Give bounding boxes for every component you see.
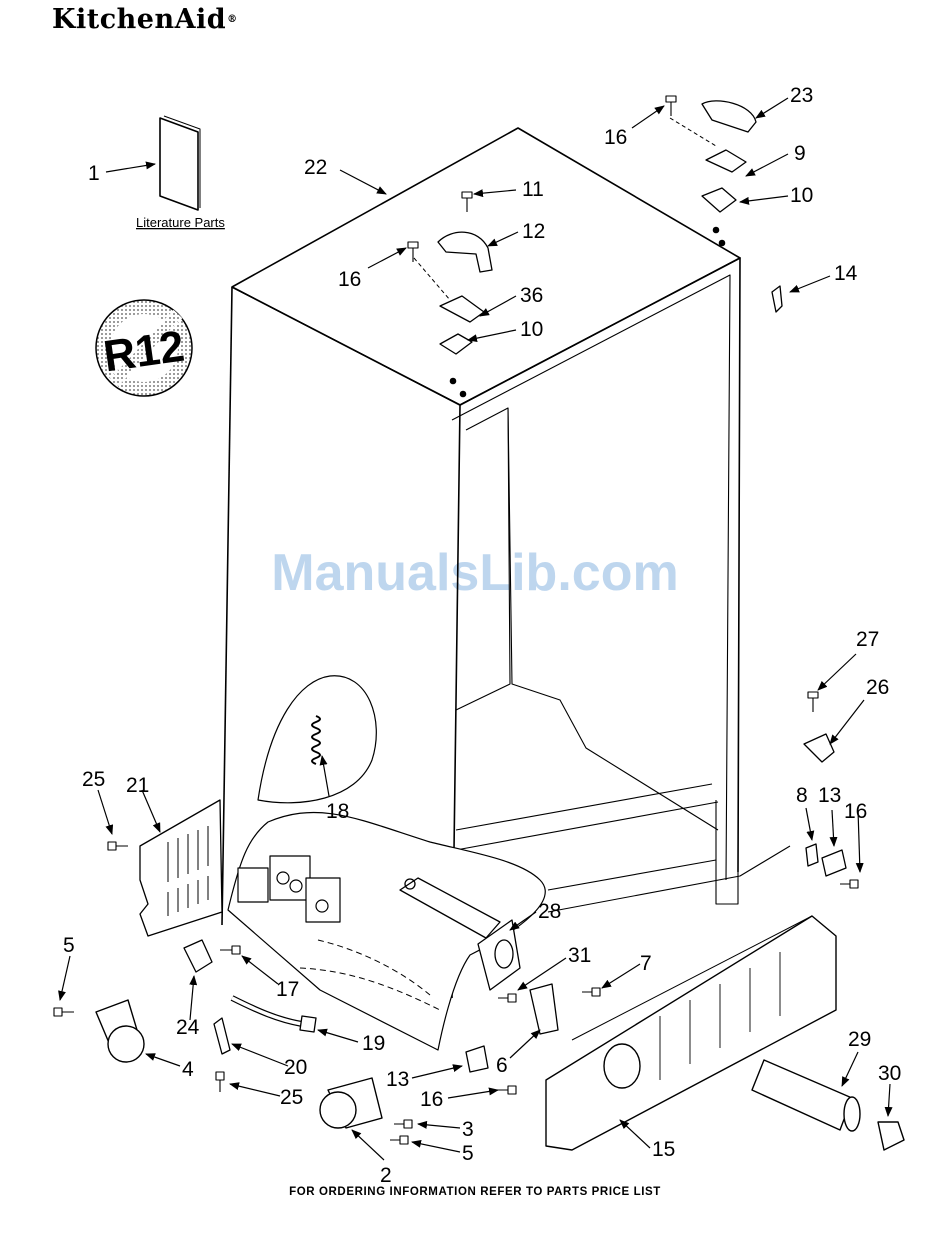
literature-booklet (160, 116, 200, 210)
callout-15: 15 (652, 1138, 675, 1161)
callout-27: 27 (856, 628, 879, 651)
callout-10-right: 10 (790, 184, 813, 207)
callout-16-top: 16 (338, 268, 361, 291)
callout-6: 6 (496, 1054, 508, 1077)
ordering-footer: FOR ORDERING INFORMATION REFER TO PARTS … (0, 1186, 950, 1198)
callout-16-right: 16 (604, 126, 627, 149)
callout-5-bottom: 5 (462, 1142, 474, 1165)
callout-31: 31 (568, 944, 591, 967)
callout-21: 21 (126, 774, 149, 797)
callout-24: 24 (176, 1016, 200, 1039)
roller-assemblies (96, 1000, 382, 1128)
callout-7: 7 (640, 952, 652, 975)
callout-20: 20 (284, 1056, 307, 1079)
callout-2: 2 (380, 1164, 392, 1187)
callout-18: 18 (326, 800, 349, 823)
literature-parts-label: Literature Parts (136, 215, 225, 230)
rear-access-panel (140, 800, 222, 936)
callout-3: 3 (462, 1118, 474, 1141)
callout-30: 30 (878, 1062, 901, 1085)
callout-1: 1 (88, 162, 100, 185)
callout-29: 29 (848, 1028, 871, 1051)
callout-9: 9 (794, 142, 806, 165)
callout-16-bracket: 16 (844, 800, 867, 823)
callout-11: 11 (522, 178, 544, 201)
callout-10-left: 10 (520, 318, 543, 341)
callout-23: 23 (790, 84, 813, 107)
callout-25-bottom: 25 (280, 1086, 303, 1109)
callout-25-left: 25 (82, 768, 105, 791)
callout-13-right: 13 (818, 784, 841, 807)
callout-19: 19 (362, 1032, 385, 1055)
callout-17: 17 (276, 978, 299, 1001)
callout-12: 12 (522, 220, 545, 243)
callout-14: 14 (834, 262, 858, 285)
callout-28: 28 (538, 900, 561, 923)
callout-5-left: 5 (63, 934, 75, 957)
callout-26: 26 (866, 676, 889, 699)
callout-13-bottom: 13 (386, 1068, 409, 1091)
callout-22: 22 (304, 156, 327, 179)
callout-16-bottom: 16 (420, 1088, 443, 1111)
callout-8: 8 (796, 784, 808, 807)
callout-4: 4 (182, 1058, 194, 1081)
callout-36: 36 (520, 284, 543, 307)
